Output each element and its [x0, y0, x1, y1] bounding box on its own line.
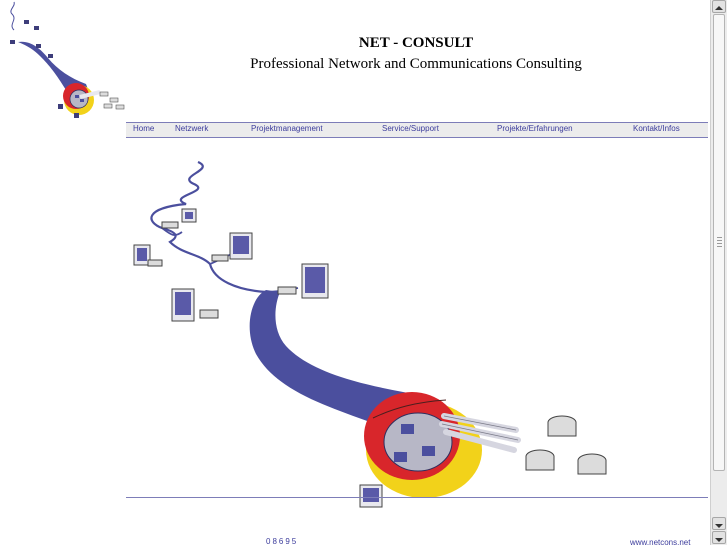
vertical-scrollbar[interactable]: [710, 0, 727, 545]
arrow-down-icon: [715, 538, 723, 542]
network-illustration: [133, 160, 607, 508]
arrow-up-icon: [715, 6, 723, 10]
nav-netzwerk[interactable]: Netzwerk: [175, 124, 209, 133]
nav-kontakt-infos[interactable]: Kontakt/Infos: [633, 124, 680, 133]
logo: [10, 1, 125, 118]
arrow-down-icon: [715, 524, 723, 528]
visitor-counter: 08695: [266, 537, 299, 546]
scroll-down-button-2[interactable]: [712, 531, 726, 544]
nav-bar: Home Netzwerk Projektmanagement Service/…: [126, 122, 708, 138]
scroll-up-button[interactable]: [712, 0, 726, 13]
nav-projektmanagement[interactable]: Projektmanagement: [251, 124, 323, 133]
page-title: NET - CONSULT: [358, 35, 474, 51]
nav-projekte-erfahrungen[interactable]: Projekte/Erfahrungen: [497, 124, 573, 133]
footer-divider: [126, 497, 708, 498]
scroll-down-button[interactable]: [712, 517, 726, 530]
footer-url[interactable]: www.netcons.net: [630, 538, 691, 547]
page-subtitle: Professional Network and Communications …: [250, 56, 582, 72]
nav-home[interactable]: Home: [133, 124, 155, 133]
scroll-thumb[interactable]: [713, 14, 725, 471]
nav-service-support[interactable]: Service/Support: [382, 124, 439, 133]
